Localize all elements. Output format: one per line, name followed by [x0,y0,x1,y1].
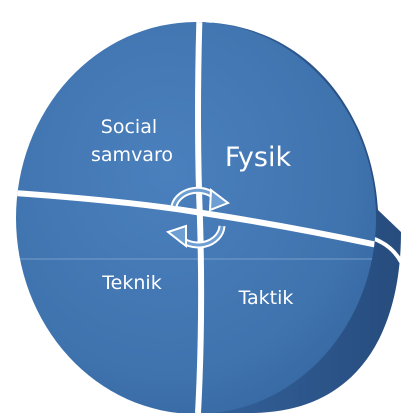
divider-vertical [195,22,205,413]
divider-horizontal [16,189,376,253]
social-line-1: Social [101,116,157,138]
disc-face [16,22,376,413]
quadrant-label-social: Social samvaro [91,116,173,166]
cycle-arrowhead-bottom [165,224,187,249]
quadrant-label-teknik: Teknik [101,272,161,294]
cycle-arrows-icon [165,186,231,249]
cycle-arrowhead-top [208,188,231,212]
quadrant-label-fysik: Fysik [225,142,292,173]
rim-divider-right [371,236,401,263]
quadrant-label-taktik: Taktik [238,287,294,309]
social-line-2: samvaro [91,144,173,166]
